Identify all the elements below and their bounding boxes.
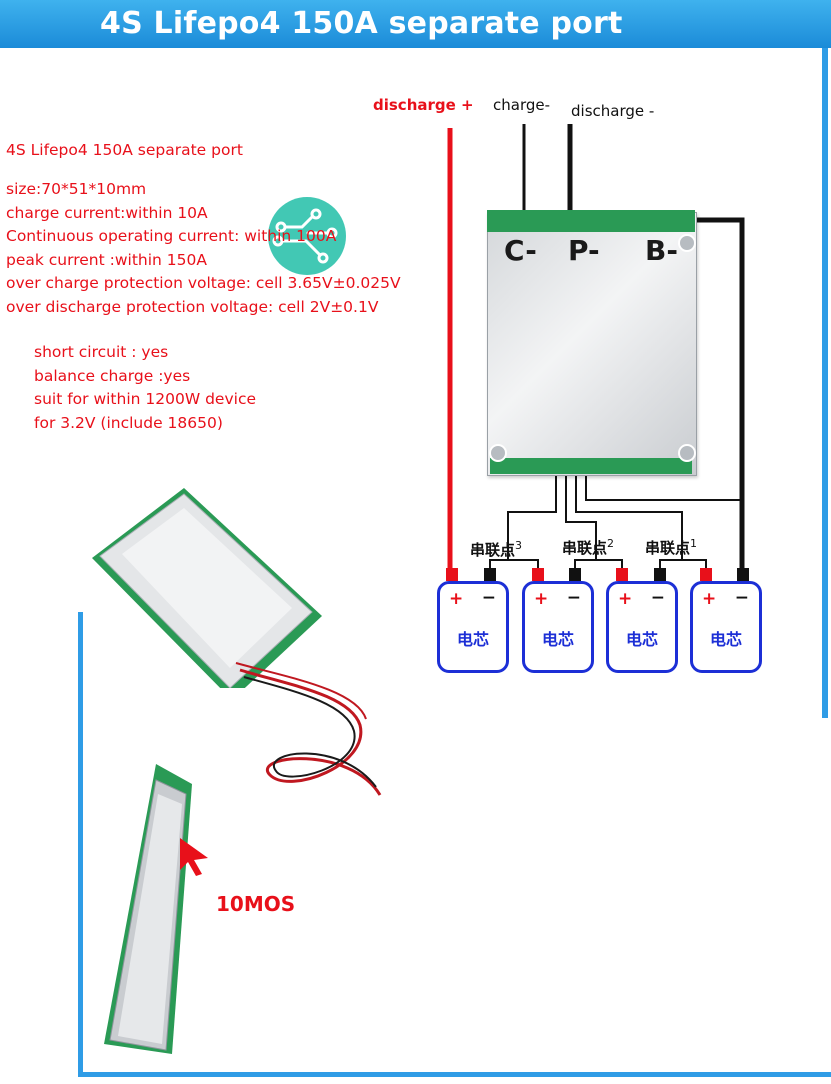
- cell-plus-terminal: [532, 568, 544, 581]
- cell-minus-terminal: [484, 568, 496, 581]
- spec-item: over charge protection voltage: cell 3.6…: [6, 274, 401, 292]
- board-pcb-top: [487, 210, 695, 232]
- spec-item: charge current:within 10A: [6, 203, 208, 222]
- feature-list: short circuit : yes balance charge :yes …: [34, 341, 256, 435]
- series-node-text: 串联点: [562, 539, 608, 557]
- series-node-label: 串联点1: [645, 537, 697, 558]
- feature-item: for 3.2V (include 18650): [34, 413, 223, 432]
- spec-item: over discharge protection voltage: cell …: [6, 297, 379, 316]
- cell-plus-sign: +: [618, 589, 633, 609]
- screw-icon: [489, 444, 507, 462]
- cable-photo: [235, 662, 382, 796]
- series-node-num: 2: [607, 537, 615, 550]
- cell-name: 电芯: [709, 630, 742, 649]
- series-node-text: 串联点: [645, 539, 691, 557]
- pad-label-p: P-: [568, 234, 600, 267]
- cell-plus-sign: +: [449, 589, 464, 609]
- frame-left-border: [78, 612, 83, 1077]
- screw-icon: [678, 234, 696, 252]
- cell-minus-sign: −: [481, 588, 496, 608]
- screw-icon: [678, 444, 696, 462]
- series-node-label: 串联点2: [562, 537, 614, 558]
- feature-item: balance charge :yes: [34, 366, 191, 385]
- bms-board: [487, 212, 697, 476]
- spec-list: size:70*51*10mm charge current:within 10…: [6, 178, 401, 319]
- arrow-pointer-icon: [180, 838, 208, 876]
- balance-wire-0: [585, 472, 740, 501]
- spec-item: size:70*51*10mm: [6, 180, 147, 198]
- frame-right-border: [822, 48, 828, 718]
- cell-name: 电芯: [625, 630, 658, 649]
- cell-name: 电芯: [456, 630, 489, 649]
- pad-label-b: B-: [645, 234, 678, 267]
- cell-minus-terminal: [569, 568, 581, 581]
- discharge-minus-label: discharge -: [571, 102, 655, 120]
- banner-title: 4S Lifepo4 150A separate port: [100, 6, 623, 41]
- cell-minus-sign: −: [566, 588, 581, 608]
- feature-item: suit for within 1200W device: [34, 390, 257, 408]
- cell-name: 电芯: [541, 630, 574, 649]
- circuit-watermark-icon: [268, 197, 346, 275]
- spec-item: peak current :within 150A: [6, 250, 207, 269]
- cell-plus-sign: +: [534, 589, 549, 609]
- series-node-label: 串联点3: [470, 539, 522, 560]
- cell-minus-terminal: [654, 568, 666, 581]
- cell-minus-sign: −: [650, 588, 665, 608]
- battery-cell: + − 电芯: [437, 581, 509, 673]
- mos-label: 10MOS: [216, 892, 296, 916]
- charge-minus-label: charge-: [493, 96, 551, 114]
- pad-label-c: C-: [504, 234, 537, 267]
- series-node-num: 3: [515, 539, 523, 552]
- battery-cell: + − 电芯: [606, 581, 678, 673]
- discharge-plus-label: discharge +: [373, 96, 474, 114]
- module-side-photo: [104, 764, 192, 1054]
- cell-plus-terminal: [616, 568, 628, 581]
- cell-plus-sign: +: [702, 589, 717, 609]
- module-photo: [92, 488, 322, 688]
- battery-cell: + − 电芯: [690, 581, 762, 673]
- cell-plus-terminal: [446, 568, 458, 581]
- spec-title: 4S Lifepo4 150A separate port: [6, 141, 243, 159]
- spec-item: Continuous operating current: within 100…: [6, 227, 337, 245]
- cell-minus-terminal: [737, 568, 749, 581]
- cell-minus-sign: −: [734, 588, 749, 608]
- feature-item: short circuit : yes: [34, 343, 169, 361]
- battery-cell: + − 电芯: [522, 581, 594, 673]
- frame-bottom-border: [78, 1072, 831, 1077]
- title-banner: 4S Lifepo4 150A separate port: [0, 0, 831, 48]
- cell-plus-terminal: [700, 568, 712, 581]
- series-node-num: 1: [690, 537, 698, 550]
- series-node-text: 串联点: [470, 541, 516, 559]
- board-pcb-bottom: [490, 458, 692, 474]
